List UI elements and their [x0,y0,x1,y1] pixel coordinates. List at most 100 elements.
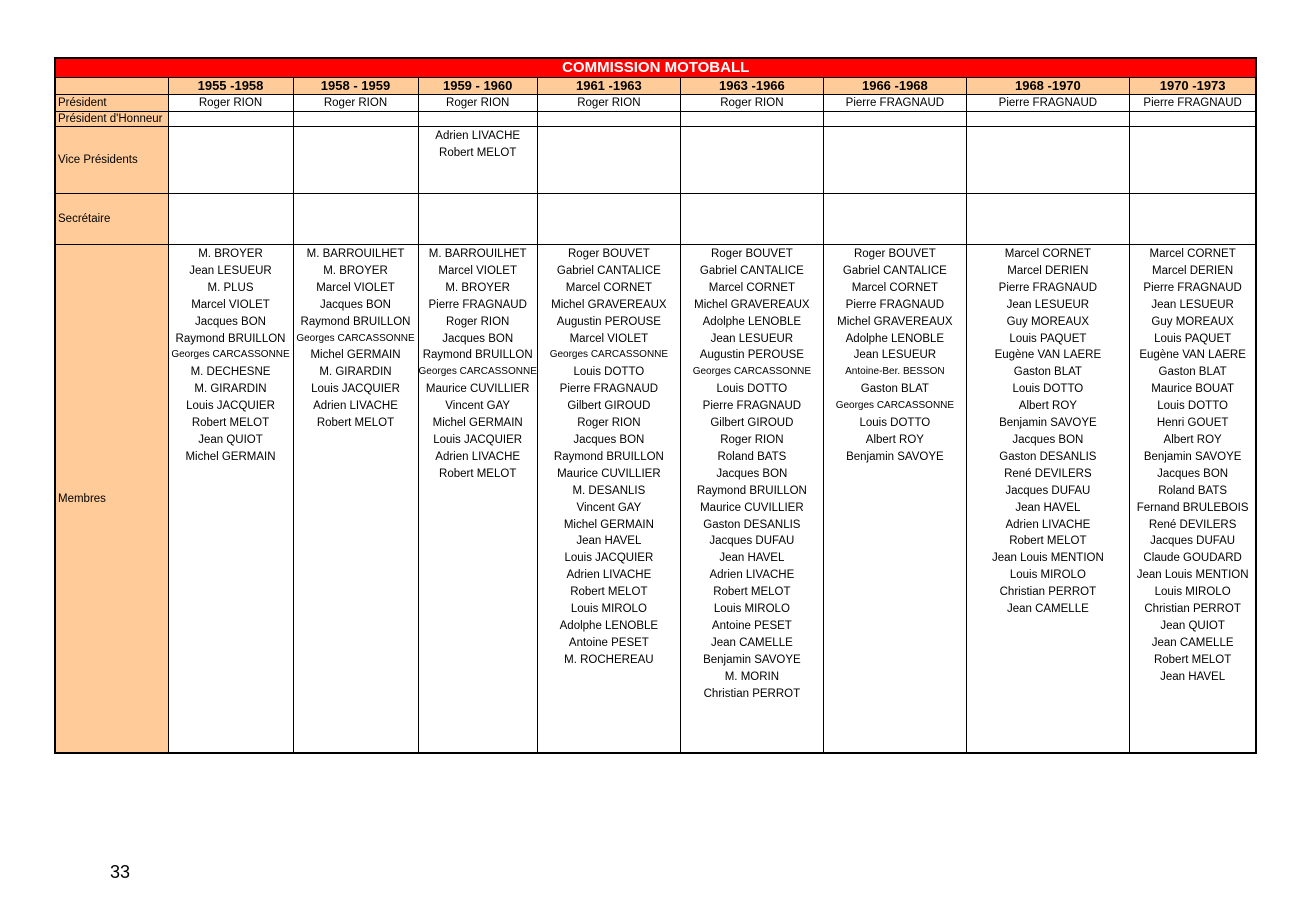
list-item: Guy MOREAUX [1006,315,1090,328]
list-item: Gilbert GIROUD [710,417,794,430]
list-item: Gaston DESANLIS [703,518,801,531]
honorary-cell [536,111,681,127]
list-item: Jean QUIOT [198,433,263,446]
list-item: René DEVILERS [1148,518,1237,531]
list-item: Robert MELOT [316,417,395,430]
list-item: Robert MELOT [1009,535,1087,548]
list-item: Marcel DERIEN [1152,264,1234,277]
list-item: Jean CAMELLE [1151,636,1234,649]
list-item: Gaston DESANLIS [999,450,1097,463]
secretary-cell [167,193,294,245]
list-item: Georges CARCASSONNE [549,349,669,361]
list-item: Fernand BRULEBOIS [1136,501,1249,514]
list-item: Gaston BLAT [860,383,929,396]
name-list [1130,128,1255,129]
list-item: Marcel CORNET [565,281,652,294]
list-item: Benjamin SAVOYE [703,653,801,666]
list-item: Jacques DUFAU [709,535,795,548]
list-item: Adolphe LENOBLE [845,332,945,345]
list-item: M. BROYER [323,264,388,277]
row-label-members: Membres [54,244,169,754]
list-item: Henri GOUET [1156,417,1229,430]
list-item: Robert MELOT [439,146,517,159]
list-item: Roland BATS [717,450,787,463]
period-header: 1958 - 1959 [292,77,419,95]
list-item: Maurice CUVILLIER [700,501,804,514]
list-item: Robert MELOT [1153,653,1232,666]
list-item: Louis PAQUET [1154,332,1232,345]
list-item: Louis DOTTO [1157,400,1228,413]
list-item: Adrien LIVACHE [1005,518,1091,531]
list-item: Albert ROY [865,433,924,446]
period-header: 1968 -1970 [965,77,1130,95]
list-item: Jean LESUEUR [853,349,937,362]
list-item: Maurice CUVILLIER [557,467,661,480]
list-item: Michel GERMAIN [310,349,401,362]
secretary-cell [536,193,681,245]
list-item: Marcel VIOLET [438,264,517,277]
list-item: Roger BOUVET [710,248,793,260]
list-item: Jean QUIOT [1160,619,1225,632]
list-item: Jean LESUEUR [1006,298,1090,311]
list-item: M. DESANLIS [572,484,646,497]
list-item: M. MORIN [724,670,780,683]
list-item: Adrien LIVACHE [709,569,795,582]
list-item: Jean HAVEL [576,535,642,548]
list-item: Jean CAMELLE [1006,603,1089,616]
list-item: Gabriel CANTALICE [842,264,947,277]
list-item: Raymond BRUILLON [553,450,664,463]
list-item: Gabriel CANTALICE [556,264,661,277]
name-list: Roger BOUVET Gabriel CANTALICE Marcel CORN… [538,245,679,668]
list-item: Jacques BON [1157,467,1229,480]
president-cell: Roger RION [167,94,294,112]
list-item: Georges CARCASSONNE [418,366,537,378]
list-item: Jean LESUEUR [710,332,794,345]
list-item: Marcel VIOLET [569,332,649,345]
list-item: M. ROCHEREAU [564,653,654,666]
vice-cell [167,126,294,194]
row-label-vice: Vice Présidents [54,126,169,194]
president-cell: Pierre FRAGNAUD [1128,94,1257,112]
list-item: Louis DOTTO [573,366,645,379]
list-item: Roger BOUVET [567,248,650,260]
list-item: Robert MELOT [191,417,270,430]
list-item: Jean HAVEL [1160,670,1226,683]
list-item: Raymond BRUILLON [696,484,807,497]
list-item: Jean CAMELLE [710,636,793,649]
list-item: Antoine-Ber. BESSON [845,366,945,378]
list-item: Jacques BON [573,433,645,446]
list-item: Roger RION [577,417,641,430]
name-list [169,128,292,129]
list-item: Georges CARCASSONNE [171,349,290,361]
secretary-cell [822,193,967,245]
list-item: Marcel VIOLET [316,281,395,294]
list-item: Adolphe LENOBLE [702,315,802,328]
list-item: René DEVILERS [1004,467,1092,480]
list-item: Augustin PEROUSE [699,349,804,362]
president-cell: Pierre FRAGNAUD [965,94,1130,112]
row-label-secretary: Secrétaire [54,193,169,245]
list-item: Louis JACQUIER [186,400,275,413]
list-item: Louis JACQUIER [311,383,400,396]
list-item: Louis MIROLO [1009,569,1086,582]
list-item: Benjamin SAVOYE [1143,450,1242,463]
list-item: Gaston BLAT [1013,366,1082,379]
list-item: M. BROYER [198,248,263,260]
list-item: Christian PERROT [1144,603,1241,616]
list-item: M. GIRARDIN [194,383,267,396]
page-number: 33 [110,862,131,882]
list-item: Jean HAVEL [719,552,785,565]
list-item: Jacques BON [320,298,391,311]
secretary-cell [679,193,824,245]
list-item: Gabriel CANTALICE [699,264,804,277]
